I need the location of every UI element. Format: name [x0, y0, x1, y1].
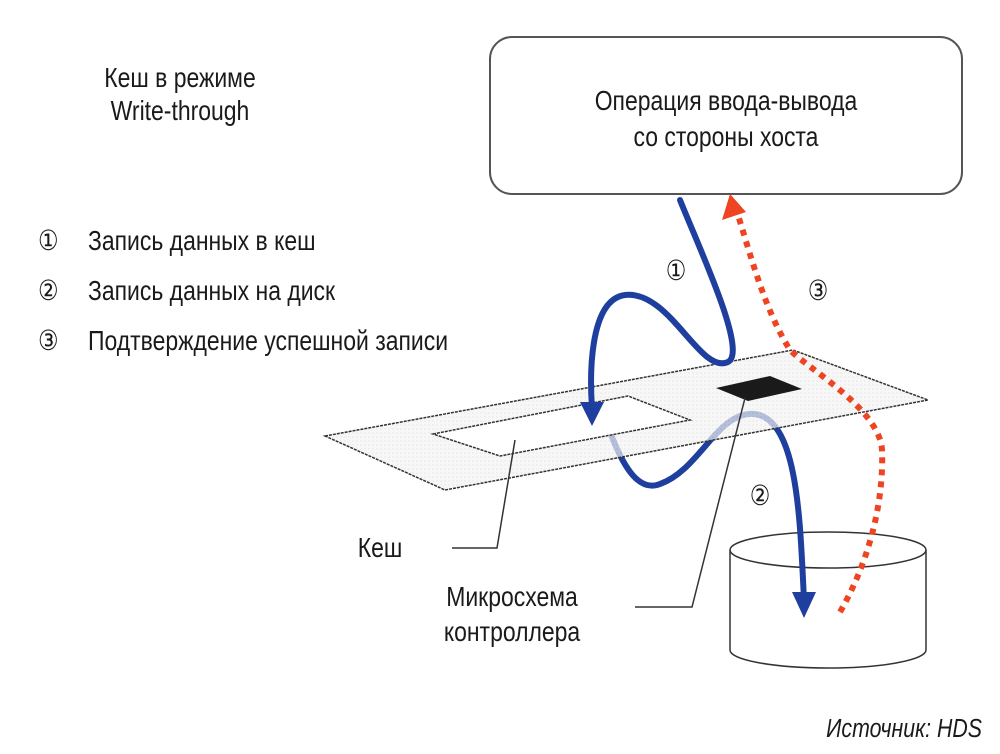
legend: ① ② ③ Запись данных в кеш Запись данных …	[38, 226, 448, 357]
host-io-box	[489, 36, 963, 195]
legend-label-1: Запись данных в кеш	[88, 226, 316, 257]
diagram-title-line1: Кеш в режиме	[104, 63, 255, 94]
write-to-cache-arrow	[588, 197, 736, 411]
chip-label-line1: Микросхема	[446, 582, 578, 613]
step-marker-2: ②	[750, 481, 771, 512]
step-marker-3: ③	[808, 276, 829, 307]
write-to-disk-arrowhead	[792, 592, 816, 618]
controller-chip	[716, 376, 802, 401]
cache-memory	[430, 395, 693, 457]
legend-marker-3: ③	[38, 326, 59, 357]
legend-marker-2: ②	[38, 276, 59, 307]
step-marker-1: ①	[666, 256, 687, 287]
legend-label-2: Запись данных на диск	[88, 276, 336, 307]
host-box-line1: Операция ввода-вывода	[595, 86, 858, 117]
chip-leader-line	[635, 397, 746, 608]
disk-icon	[729, 531, 927, 669]
write-to-cache-arrowhead	[580, 402, 604, 426]
cache-leader-line	[452, 439, 516, 549]
cache-label: Кеш	[358, 533, 403, 564]
acknowledge-arrow	[735, 214, 886, 614]
acknowledge-arrowhead	[722, 194, 746, 220]
host-box-line2: со стороны хоста	[634, 122, 820, 153]
chip-label-line2: контроллера	[444, 617, 581, 648]
legend-label-3: Подтверждение успешной записи	[88, 326, 448, 357]
source-credit: Источник: HDS	[826, 714, 982, 744]
legend-marker-1: ①	[38, 226, 59, 257]
diagram-title-line2: Write-through	[111, 96, 250, 127]
